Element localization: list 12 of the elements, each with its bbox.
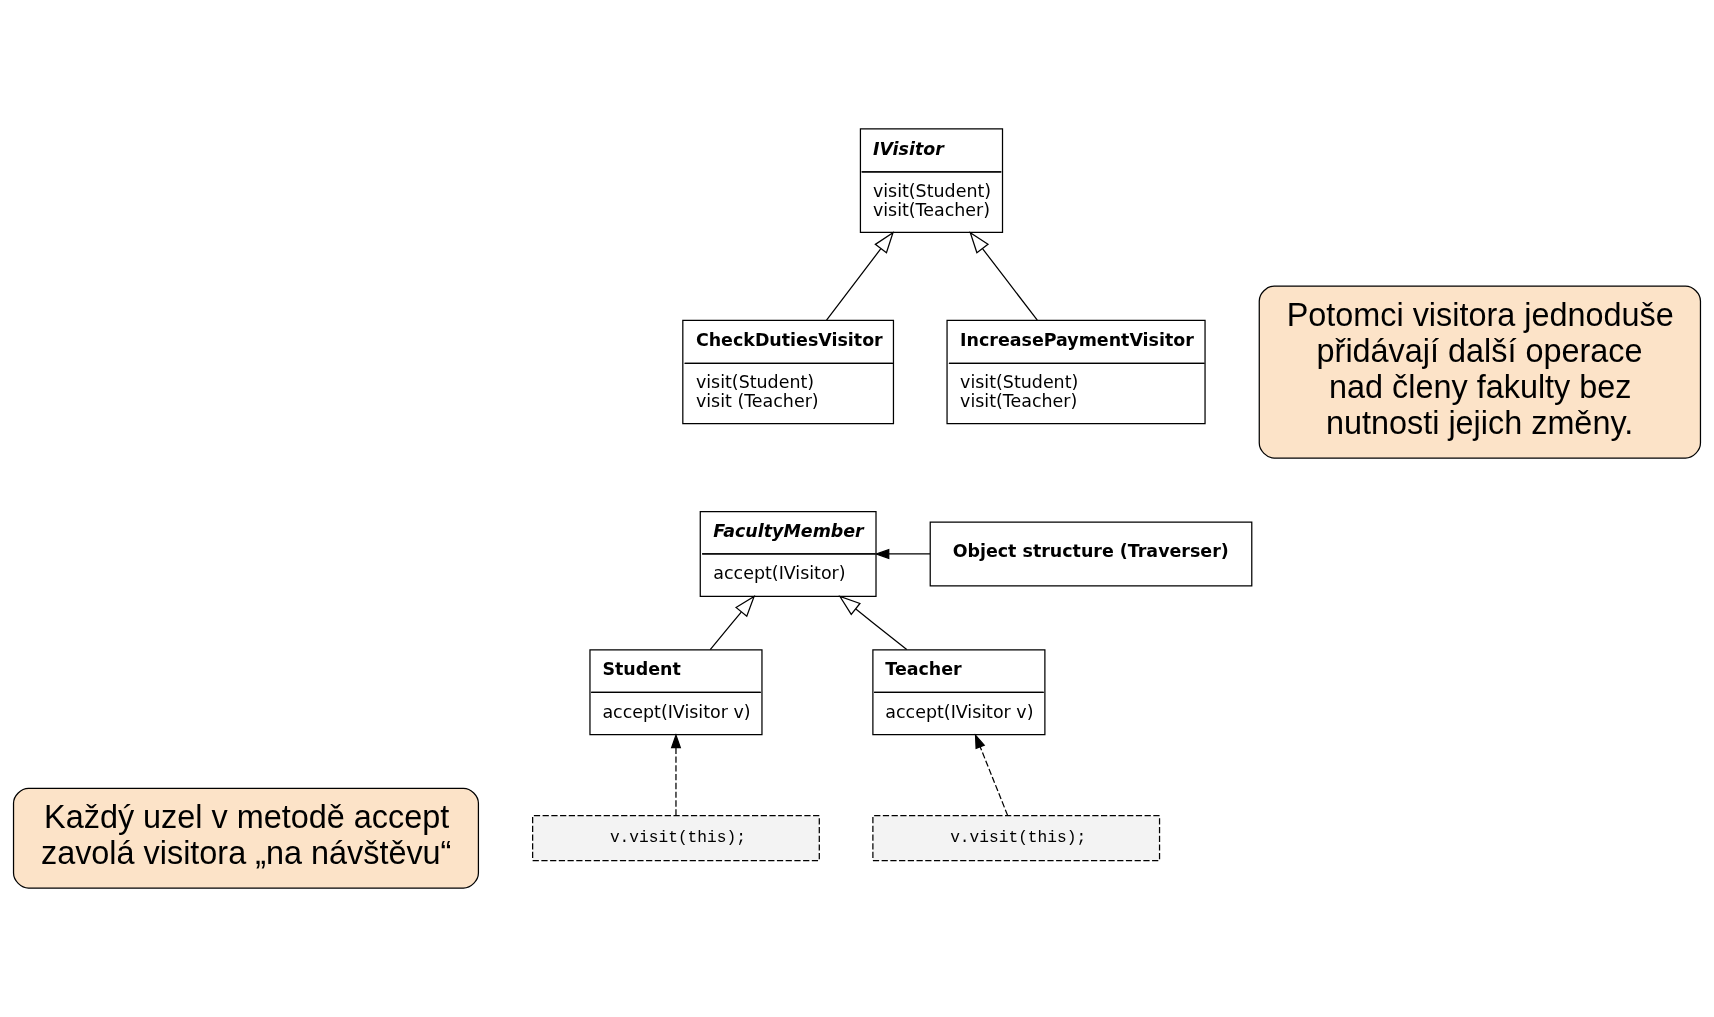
node-box: v.visit(this); xyxy=(872,815,1161,862)
node-box: v.visit(this); xyxy=(532,815,820,862)
node-box: Každý uzel v metodě accept zavolá visitora „na návštěvu“ xyxy=(12,787,480,889)
arrow xyxy=(825,231,895,321)
node-box: Potomci visitora jednoduše přidávají další operace nad členy fakulty bez nutnosti jejich změny. xyxy=(1258,285,1702,459)
arrow xyxy=(838,595,908,651)
arrow xyxy=(709,595,756,651)
arrow xyxy=(874,548,931,560)
arrow xyxy=(974,733,1009,816)
arrow xyxy=(670,733,682,816)
node-box: Object structure (Traverser) xyxy=(929,521,1253,587)
arrow xyxy=(969,231,1038,321)
